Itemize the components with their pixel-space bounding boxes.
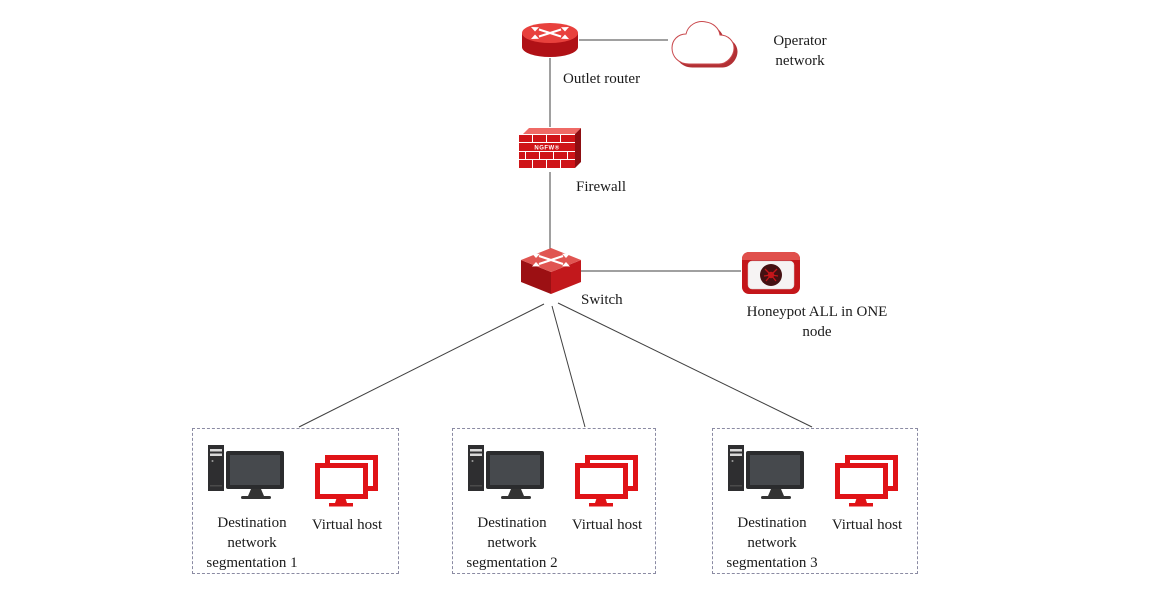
- virtual-host-icon: [315, 455, 378, 507]
- switch-node: [520, 247, 582, 302]
- segment-box-2: Destination network segmentation 2 Virtu…: [452, 428, 656, 574]
- firewall-label: Firewall: [576, 179, 626, 195]
- switch-label: Switch: [581, 292, 623, 308]
- honeypot-node: [741, 249, 801, 300]
- honeypot-icon: [742, 252, 800, 294]
- virtual-host-label: Virtual host: [831, 517, 903, 533]
- segment-box-1: Destination network segmentation 1 Virtu…: [192, 428, 399, 574]
- router-icon: [522, 23, 578, 57]
- virtual-host-icon: [835, 455, 898, 507]
- firewall-node: NGFW®: [518, 126, 582, 177]
- destination-label: Destination network segmentation 3: [726, 515, 818, 571]
- connector-switch-segment2: [551, 305, 586, 428]
- virtual-host-icon: [575, 455, 638, 507]
- destination-label: Destination network segmentation 1: [206, 515, 298, 571]
- switch-icon: [521, 248, 581, 294]
- cloud-label: Operator network: [773, 33, 827, 69]
- honeypot-label: Honeypot ALL in ONE node: [746, 304, 888, 340]
- connector-switch-segment1: [298, 303, 545, 428]
- router-node: [521, 21, 579, 64]
- cloud-node: [664, 16, 742, 75]
- firewall-badge: NGFW®: [534, 145, 559, 152]
- segment-box-3: Destination network segmentation 3 Virtu…: [712, 428, 918, 574]
- firewall-icon: NGFW®: [519, 128, 581, 168]
- virtual-host-label: Virtual host: [571, 517, 643, 533]
- destination-computer-icon: [468, 445, 544, 499]
- virtual-host-label: Virtual host: [311, 517, 383, 533]
- destination-computer-icon: [728, 445, 804, 499]
- destination-label: Destination network segmentation 2: [466, 515, 558, 571]
- router-label: Outlet router: [563, 71, 641, 87]
- cloud-icon: [671, 21, 738, 68]
- destination-computer-icon: [208, 445, 284, 499]
